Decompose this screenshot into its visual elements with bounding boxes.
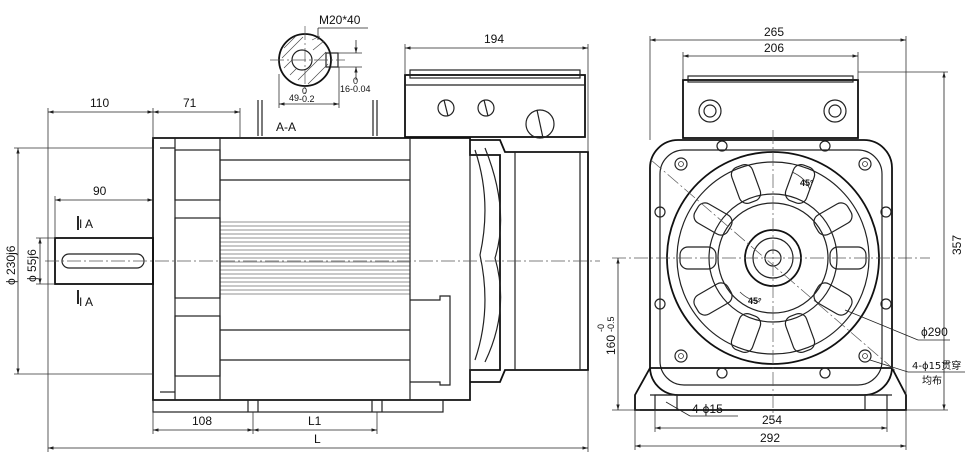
thread-label: M20*40 [319, 13, 361, 27]
dim-108: 108 [192, 414, 212, 428]
dim-L: L [314, 432, 321, 446]
pcd-leader [844, 309, 919, 341]
section-hatching [281, 35, 329, 85]
front-view: 45° 45° 265 206 357 160 -0 -0.5 ϕ290 4-ϕ… [596, 25, 965, 450]
section-a-a-view: M20*40 49 0 -0.2 16 0 -0.04 A-A [270, 13, 371, 134]
cooling-fins [220, 221, 410, 295]
mounting-feet [152, 399, 444, 413]
front-lifting-eye-left [698, 99, 722, 123]
dia-flange-label: ϕ 230j6 [4, 245, 18, 285]
dim-265: 265 [764, 25, 784, 39]
key-depth-tol-bottom: -0.04 [350, 84, 371, 94]
lifting-eye-bolts [257, 100, 378, 136]
flange-slots [679, 164, 867, 353]
side-view: 110 71 194 90 I A I A ϕ 230j6 ϕ 55j6 108 [4, 32, 600, 452]
terminal-box [404, 74, 586, 138]
front-lifting-eye-right [823, 99, 847, 123]
center-height-label: 160 [604, 335, 618, 355]
section-mark-top: I A [79, 217, 93, 231]
dim-L1: L1 [308, 414, 322, 428]
dim-254: 254 [762, 413, 782, 427]
dim-292: 292 [760, 431, 780, 445]
flange-ribs [160, 147, 221, 393]
keyway-width-tol-top: 0 [302, 86, 307, 96]
section-mark-bottom: I A [79, 295, 93, 309]
key-depth-tol-top: 0 [353, 76, 358, 86]
side-connector [410, 295, 451, 386]
flange-holes-label-1: 4-ϕ15贯穿 [912, 359, 961, 372]
front-terminal-box [682, 79, 859, 139]
cable-gland-3 [525, 109, 555, 139]
front-housing [649, 139, 893, 396]
dia-shaft-label: ϕ 55j6 [25, 249, 39, 282]
dim-206: 206 [764, 41, 784, 55]
motor-housing-outline [152, 137, 501, 401]
pcd-label: ϕ290 [921, 325, 948, 339]
center-height-tol-bottom: -0.5 [606, 316, 616, 332]
flange-holes-label-2: 均布 [922, 375, 942, 387]
rear-cover [470, 139, 589, 383]
dim-110: 110 [90, 96, 109, 110]
cable-gland-1 [437, 99, 455, 117]
angle-top-label: 45° [800, 178, 814, 188]
center-height-tol-top: -0 [596, 324, 606, 332]
flange-bolt-holes [654, 140, 892, 379]
dim-357: 357 [950, 235, 964, 255]
section-view-label: A-A [276, 120, 296, 134]
dim-90: 90 [93, 184, 107, 198]
keyway-width-label: 49 [289, 93, 299, 103]
dim-71: 71 [183, 96, 197, 110]
dim-194: 194 [484, 32, 504, 46]
keyway-width-tol-bottom: -0.2 [299, 94, 315, 104]
cable-gland-2 [477, 99, 495, 117]
key-depth-label: 16 [340, 84, 350, 94]
foot-holes-label: 4-ϕ15 [692, 402, 723, 416]
